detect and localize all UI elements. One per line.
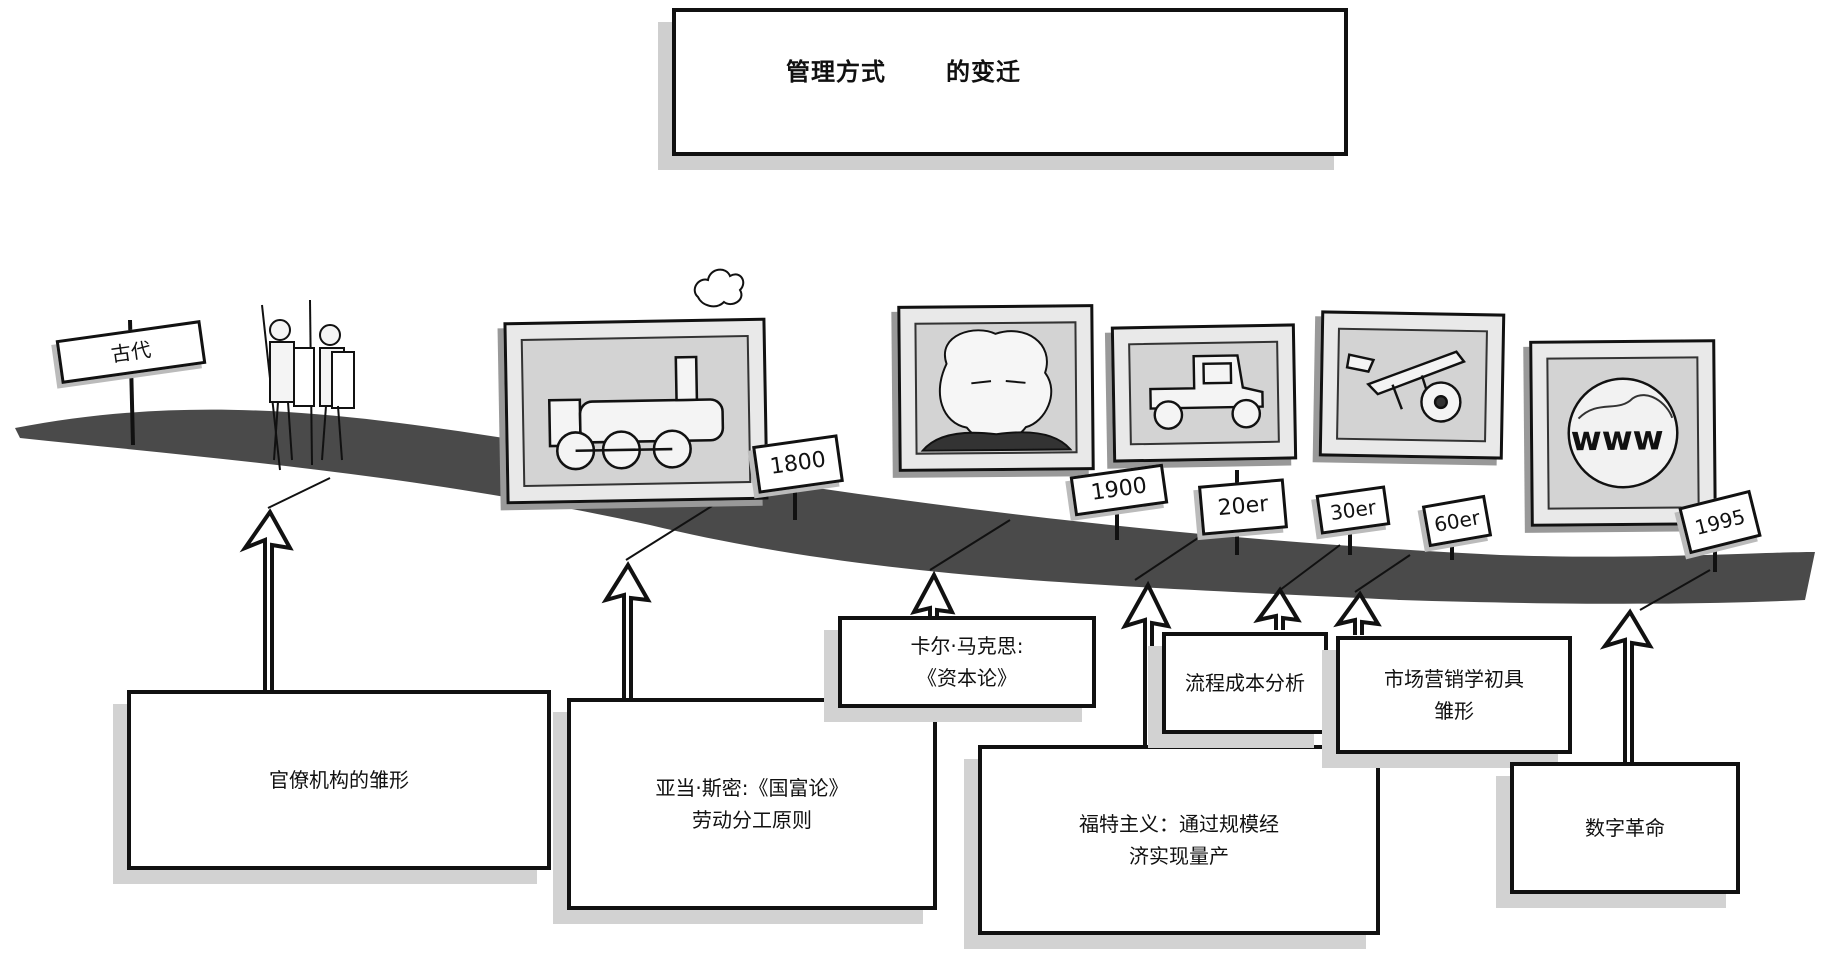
- box-marketing-line2: 雏形: [1434, 699, 1474, 723]
- airplane-picture: [1336, 327, 1488, 443]
- box-marx: 卡尔·马克思: 《资本论》: [838, 616, 1096, 708]
- biplane-icon: [1345, 350, 1466, 423]
- sign-20er: 20er: [1197, 478, 1289, 536]
- box-smith-line2: 劳动分工原则: [692, 808, 812, 832]
- box-smith-line1: 亚当·斯密:《国富论》: [655, 776, 849, 800]
- box-smith: 亚当·斯密:《国富论》 劳动分工原则: [567, 698, 937, 910]
- box-process-cost: 流程成本分析: [1162, 632, 1328, 734]
- box-bureaucracy: 官僚机构的雏形: [127, 690, 551, 870]
- airplane-frame: [1318, 310, 1506, 460]
- marx-frame: [897, 304, 1095, 472]
- marx-portrait: [914, 321, 1078, 455]
- box-fordism-line2: 济实现量产: [1129, 844, 1229, 868]
- svg-text:www: www: [1571, 418, 1664, 458]
- locomotive-frame: [503, 317, 769, 505]
- box-marketing-line1: 市场营销学初具: [1384, 667, 1524, 691]
- box-marx-line2: 《资本论》: [917, 666, 1017, 690]
- title-part1: 管理方式: [786, 58, 886, 86]
- title-part2: 的变迁: [946, 58, 1021, 86]
- box-digital: 数字革命: [1510, 762, 1740, 894]
- smoke-icon: [693, 268, 745, 308]
- steam-locomotive-icon: [547, 355, 725, 471]
- locomotive-picture: [520, 335, 752, 487]
- road-band: [15, 409, 1815, 604]
- car-picture: [1128, 340, 1280, 446]
- vintage-car-icon: [1149, 354, 1264, 430]
- box-process-cost-line1: 流程成本分析: [1185, 671, 1305, 695]
- box-bureaucracy-line1: 官僚机构的雏形: [269, 768, 409, 792]
- box-fordism-line1: 福特主义：通过规模经: [1079, 812, 1279, 836]
- box-marketing: 市场营销学初具 雏形: [1336, 636, 1572, 754]
- car-frame: [1110, 323, 1298, 463]
- www-picture: www: [1546, 356, 1700, 510]
- box-fordism: 福特主义：通过规模经 济实现量产: [978, 745, 1380, 935]
- box-marx-line1: 卡尔·马克思:: [910, 634, 1024, 658]
- www-globe-icon: www: [1567, 377, 1679, 489]
- box-digital-line1: 数字革命: [1585, 816, 1665, 840]
- karl-marx-portrait-icon: [920, 329, 1073, 452]
- title-box: 管理方式 的变迁: [672, 8, 1348, 156]
- www-frame: www: [1529, 339, 1717, 527]
- roman-soldiers-icon: [261, 299, 355, 471]
